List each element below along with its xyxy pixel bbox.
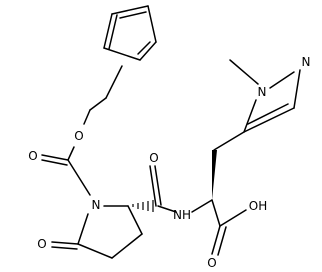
bond [147, 5, 157, 43]
bond [269, 71, 295, 89]
benzene-ring [103, 5, 157, 61]
bond [219, 209, 247, 227]
bond [213, 131, 245, 151]
bond [108, 14, 118, 50]
atom-n-amide: NH [173, 208, 191, 222]
atom-o-lactam: O [37, 237, 46, 251]
bond [67, 159, 91, 196]
atom-n-ring: N [92, 198, 101, 212]
atom-o-ester: O [74, 129, 83, 143]
bond [247, 103, 289, 125]
bond [41, 159, 68, 166]
bond [243, 107, 295, 133]
bond [51, 241, 79, 245]
bond [217, 226, 227, 256]
wedge-bond [212, 150, 217, 200]
bond [139, 41, 157, 61]
hashed-bond [132, 200, 154, 212]
atom-n-imid: N [302, 55, 311, 69]
bond [211, 199, 221, 227]
bond [229, 59, 259, 85]
bond [51, 246, 78, 250]
atom-o-acid: O [207, 256, 216, 270]
bond [243, 99, 257, 133]
bond [111, 233, 143, 259]
bond [154, 165, 162, 206]
bond [77, 243, 113, 259]
bond [67, 146, 75, 161]
bond [137, 41, 151, 55]
bond [149, 165, 157, 207]
bond [211, 225, 221, 255]
bond [127, 205, 143, 235]
bond [293, 69, 301, 109]
bond [157, 205, 177, 213]
bond [83, 109, 91, 125]
bond [41, 154, 69, 161]
atom-o-amide: O [149, 151, 158, 165]
bond [103, 47, 141, 61]
bond [89, 97, 107, 111]
bond [77, 213, 89, 245]
atom-n-methyl: N [258, 85, 267, 99]
bond [105, 65, 123, 99]
bond [111, 5, 149, 15]
bond [191, 199, 213, 213]
atom-o-carbonyl-cbz: O [28, 149, 37, 163]
atom-oh: OH [249, 199, 267, 213]
bond [103, 13, 113, 49]
bond [119, 11, 147, 19]
